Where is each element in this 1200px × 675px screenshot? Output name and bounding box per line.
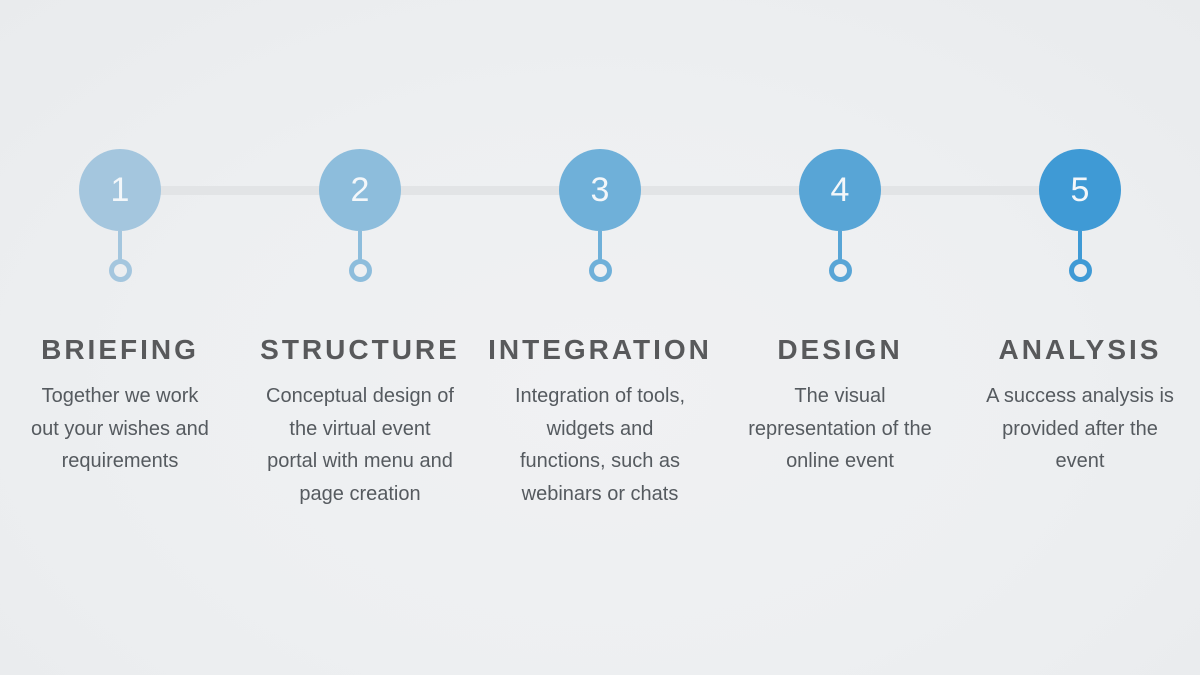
pin-ring-icon [1069,259,1092,282]
step-title: DESIGN [777,334,903,365]
timeline-step-design: 4 DESIGN The visual representation of th… [720,149,960,510]
step-stem [1078,231,1082,263]
step-node: 2 [319,149,401,283]
step-circle: 1 [79,149,161,231]
timeline-step-briefing: 1 BRIEFING Together we work out your wis… [0,149,240,510]
step-node: 4 [799,149,881,283]
step-description: Together we work out your wishes and req… [31,385,209,472]
step-stem [118,231,122,263]
step-stem [598,231,602,263]
pin-ring-icon [589,259,612,282]
step-number: 5 [1070,171,1090,209]
step-number: 3 [590,171,610,209]
step-description: A success analysis is provided after the… [986,385,1174,472]
step-description: Integration of tools, widgets and functi… [514,385,686,505]
step-number: 4 [830,171,850,209]
step-number: 1 [110,171,130,209]
step-circle: 5 [1039,149,1121,231]
timeline-step-structure: 2 STRUCTURE Conceptual design of the vir… [240,149,480,510]
timeline-step-analysis: 5 ANALYSIS A success analysis is provide… [960,149,1200,510]
timeline-step-integration: 3 INTEGRATION Integration of tools, widg… [480,149,720,510]
step-stem [838,231,842,263]
step-circle: 2 [319,149,401,231]
step-node: 1 [79,149,161,283]
step-title: STRUCTURE [260,334,460,365]
step-number: 2 [350,171,370,209]
step-description: Conceptual design of the virtual event p… [266,385,454,505]
pin-ring-icon [349,259,372,282]
step-title: ANALYSIS [998,334,1162,365]
step-circle: 4 [799,149,881,231]
step-title: BRIEFING [41,334,199,365]
timeline-steps: 1 BRIEFING Together we work out your wis… [0,149,1200,510]
step-stem [358,231,362,263]
step-title: INTEGRATION [488,334,712,365]
pin-ring-icon [829,259,852,282]
step-description: The visual representation of the online … [748,385,932,472]
step-node: 3 [559,149,641,283]
pin-ring-icon [109,259,132,282]
step-node: 5 [1039,149,1121,283]
step-circle: 3 [559,149,641,231]
